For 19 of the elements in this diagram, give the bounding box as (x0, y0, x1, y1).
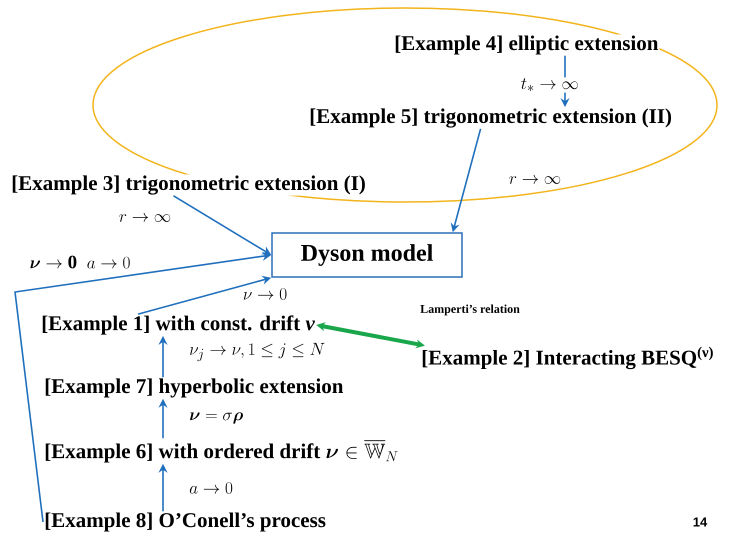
example-text: [Example 4] elliptic extension (393, 34, 660, 56)
example-text: $\text{[Example 6] with ordered drift }\boldsymbol{\nu}\in\overline{\mathbb{W}}_N$ (43, 438, 400, 464)
edge-label: $a\to 0$ (188, 481, 234, 495)
edge-label: $\boldsymbol{\nu}\to\mathbf{0}\;\; a\to 0$ (28, 254, 132, 270)
edge-label: Lamperti’s relation (419, 304, 521, 316)
edge-label: $r\to\infty$ (508, 174, 562, 185)
page-number: 14 (694, 518, 708, 526)
example-text: [Example 5] trigonometric extension (II) (308, 107, 673, 129)
edge-label: $\nu\to 0$ (242, 287, 288, 301)
edge-label: $\boldsymbol{\nu}=\sigma\boldsymbol{\rho}$ (188, 411, 244, 424)
example-text: [Example 2] Interacting BESQ$^{(ν)}$ (420, 346, 715, 370)
edge-label: $r\to\infty$ (118, 212, 172, 223)
edge-label: $t_*\to\infty$ (520, 77, 580, 93)
example-text: [Example 1] with const. drift ν (40, 314, 316, 336)
edge-label: $\nu_j\to\nu, 1\le j\le N$ (188, 342, 326, 362)
example-text: [Example 7] hyperbolic extension (43, 377, 344, 399)
model-box: Dyson model (271, 232, 463, 278)
example-text: [Example 8] O’Conell’s process (43, 511, 327, 532)
example-text: [Example 3] trigonometric extension (I) (10, 174, 367, 196)
